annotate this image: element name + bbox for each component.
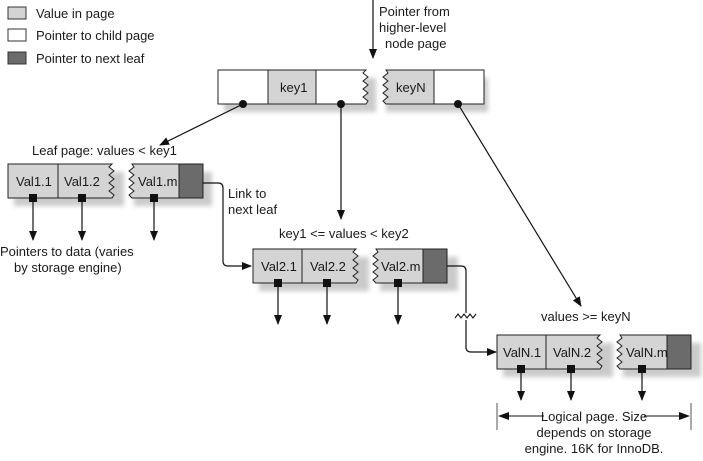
next-leaf-link [465,320,497,356]
next-leaf-pointer-cell [666,334,692,370]
value-label: Val1.1 [16,174,52,189]
leaf-page-2: Val2.1 Val2.2 Val2.m [252,248,458,325]
value-label: ValN.m [626,345,668,360]
logical-page-line-2: depends on storage [537,425,652,440]
legend-label-value: Value in page [36,6,115,21]
root-node: key1 keyN [217,69,488,112]
data-pointer-square [78,194,86,202]
child-pointer-arrow [159,103,244,146]
value-cell [57,163,115,199]
next-leaf-pointer-cell [178,163,204,199]
leaf-page-1: Val1.1 Val1.2 Val1.m [7,163,212,241]
value-cell [301,248,359,284]
link-to-next-leaf-line-2: next leaf [228,202,278,217]
value-label: Val2.m [381,259,421,274]
logical-page-line-1: Logical page. Size [541,409,647,424]
root-key-label: keyN [396,80,426,95]
data-pointer-square [394,279,402,287]
root-key-cell [267,69,317,105]
link-break-icon [454,313,477,319]
leaf-2-caption: key1 <= values < key2 [279,226,409,241]
leaf-n-caption: values >= keyN [541,309,631,324]
next-leaf-pointer-cell [422,248,448,284]
value-cell [252,248,303,284]
link-to-next-leaf-line-1: Link to [228,186,266,201]
child-pointer-arrow [457,103,582,307]
value-label: Val2.2 [310,259,346,274]
next-leaf-link [203,182,252,270]
legend: Value in page Pointer to child page Poin… [7,6,155,66]
data-pointer-square [517,365,525,373]
legend-label-child-pointer: Pointer to child page [36,28,155,43]
leaf-1-caption: Leaf page: values < key1 [32,143,177,158]
value-label: ValN.1 [503,345,541,360]
value-label: Val1.m [138,174,178,189]
value-label: ValN.2 [553,345,591,360]
next-leaf-link [447,265,467,313]
root-caption: Pointer from higher-level node page [369,0,450,59]
value-label: Val2.1 [261,259,297,274]
root-caption-line-1: Pointer from [379,4,450,19]
legend-swatch-child-pointer [7,28,27,42]
root-key-label: key1 [280,80,307,95]
data-pointer-square [150,194,158,202]
root-child-pointer-cell [217,69,269,105]
value-label: Val1.2 [64,174,100,189]
root-child-pointer-cell [433,69,485,105]
pointers-to-data-line-2: by storage engine) [14,260,122,275]
data-pointer-square [323,279,331,287]
value-cell [545,334,603,370]
data-pointer-square [638,365,646,373]
root-caption-line-2: higher-level [379,20,446,35]
pointers-to-data-line-1: Pointers to data (varies [0,244,134,259]
legend-swatch-next-leaf [7,51,27,65]
legend-swatch-value [7,6,27,20]
root-caption-line-3: node page [385,36,446,51]
logical-page-dimension: Logical page. Size depends on storage en… [496,403,692,456]
leaf-page-n: ValN.1 ValN.2 ValN.m [496,334,701,401]
legend-label-next-leaf: Pointer to next leaf [36,51,145,66]
data-pointer-square [29,194,37,202]
logical-page-line-3: engine. 16K for InnoDB. [525,441,664,456]
data-pointer-square [274,279,282,287]
root-child-pointer-cell [315,69,369,105]
data-pointer-square [567,365,575,373]
